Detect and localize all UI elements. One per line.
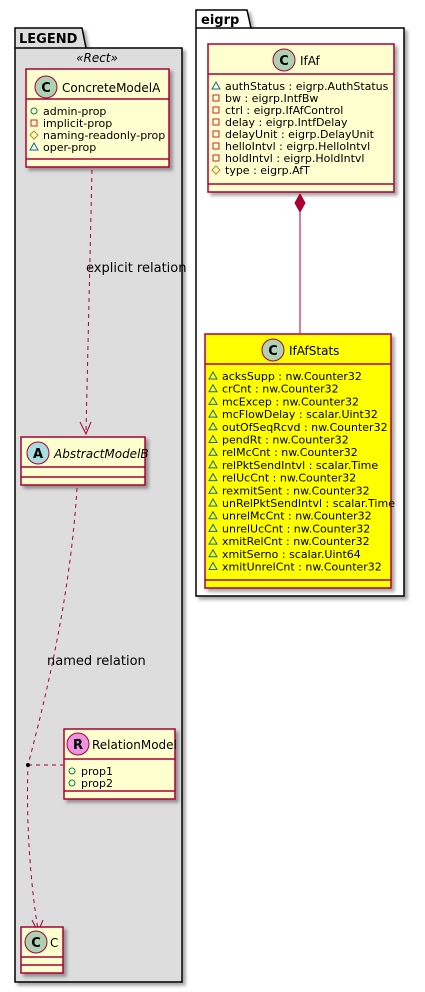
relation-icon-letter: R [73, 738, 83, 753]
class-name: IfAf [300, 54, 321, 68]
explicit-relation-label: explicit relation [86, 261, 186, 276]
c-class[interactable]: C C [20, 926, 64, 974]
class-name: C [50, 936, 58, 950]
attribute: prop1 [81, 765, 113, 778]
attribute: authStatus : eigrp.AuthStatus [225, 80, 389, 93]
ifafstats-class[interactable]: C IfAfStats acksSupp : nw.Counter32crCnt… [204, 333, 395, 589]
visibility-icon [208, 536, 218, 545]
class-icon-letter: C [41, 81, 51, 96]
attribute: xmitRelCnt : nw.Counter32 [222, 535, 370, 548]
visibility-icon [212, 106, 220, 114]
attribute: crCnt : nw.Counter32 [222, 383, 339, 396]
class-icon [261, 338, 285, 362]
class-icon [34, 75, 58, 99]
explicit-relation: explicit relation [79, 169, 186, 436]
visibility-icon [208, 383, 218, 393]
class-icon-letter: C [31, 936, 41, 951]
visibility-icon [68, 779, 76, 787]
attribute: relPktSendIntvl : scalar.Time [222, 459, 378, 472]
visibility-icon [208, 497, 218, 507]
legend-package: LEGEND «Rect» [14, 27, 183, 983]
abstract-icon-letter: A [33, 447, 43, 462]
visibility-icon [212, 142, 220, 150]
attribute: mcExcep : nw.Counter32 [222, 395, 359, 408]
attribute: rexmitSent : nw.Counter32 [222, 484, 370, 497]
attribute: unrelUcCnt : nw.Counter32 [222, 522, 370, 535]
visibility-icon [208, 434, 218, 443]
attribute: relMcCnt : nw.Counter32 [222, 446, 358, 459]
legend-stereotype: «Rect» [76, 51, 118, 65]
attribute: delayUnit : eigrp.DelayUnit [225, 128, 375, 141]
legend-title: LEGEND [19, 32, 78, 47]
visibility-icon [208, 548, 218, 558]
visibility-icon [208, 370, 218, 380]
relation-icon [66, 732, 90, 756]
attribute: unRelPktSendIntvl : scalar.Time [222, 497, 395, 510]
attribute: bw : eigrp.IntfBw [225, 92, 318, 105]
abstract-model-b-class[interactable]: A AbstractModelB [20, 436, 149, 486]
attribute: admin-prop [43, 105, 106, 118]
visibility-icon [208, 510, 218, 520]
attribute: outOfSeqRcvd : nw.Counter32 [222, 421, 388, 434]
visibility-icon [208, 421, 218, 431]
attribute: pendRt : nw.Counter32 [222, 434, 349, 447]
attribute: acksSupp : nw.Counter32 [222, 370, 362, 383]
attribute: implicit-prop [43, 117, 112, 130]
attribute-list: admin-propimplicit-propnaming-readonly-p… [29, 105, 165, 154]
visibility-icon [212, 130, 220, 138]
attribute: type : eigrp.AfT [225, 164, 310, 177]
visibility-icon [29, 141, 39, 151]
visibility-icon [208, 523, 218, 532]
visibility-icon [208, 472, 218, 482]
class-name: AbstractModelB [53, 447, 149, 461]
visibility-icon [212, 94, 220, 102]
visibility-icon [211, 165, 221, 175]
visibility-icon [212, 154, 220, 162]
visibility-icon [211, 80, 221, 90]
visibility-icon [29, 130, 39, 140]
class-icon [24, 930, 48, 954]
attribute: xmitUnrelCnt : nw.Counter32 [222, 561, 382, 574]
named-relation: named relation [26, 487, 146, 934]
attribute: unrelMcCnt : nw.Counter32 [222, 510, 372, 523]
attribute: xmitSerno : scalar.Uint64 [222, 548, 361, 561]
visibility-icon [208, 561, 218, 570]
class-icon [272, 48, 296, 72]
attribute: mcFlowDelay : scalar.Uint32 [222, 408, 378, 421]
visibility-icon [208, 396, 218, 405]
visibility-icon [212, 118, 220, 126]
attribute: delay : eigrp.IntfDelay [225, 116, 348, 129]
named-relation-label: named relation [47, 654, 146, 669]
visibility-icon [208, 447, 218, 456]
attribute: holdIntvl : eigrp.HoldIntvl [225, 152, 364, 165]
visibility-icon [30, 119, 38, 127]
class-icon-letter: C [268, 344, 278, 359]
visibility-icon [30, 107, 38, 115]
class-name: RelationModel [92, 738, 177, 752]
class-name: ConcreteModelA [62, 81, 161, 95]
visibility-icon [208, 459, 218, 469]
class-icon-letter: C [279, 54, 289, 69]
eigrp-title: eigrp [201, 13, 239, 28]
attribute: ctrl : eigrp.IfAfControl [225, 104, 343, 117]
attribute: helloIntvl : eigrp.HelloIntvl [225, 140, 370, 153]
class-name: IfAfStats [289, 344, 339, 358]
visibility-icon [208, 409, 218, 418]
visibility-icon [68, 767, 76, 775]
attribute: relUcCnt : nw.Counter32 [222, 472, 356, 485]
attribute: prop2 [81, 777, 113, 790]
composition-relation [294, 192, 306, 333]
visibility-icon [208, 485, 218, 494]
attribute: naming-readonly-prop [43, 129, 165, 142]
abstract-icon [26, 441, 50, 465]
attribute: oper-prop [43, 141, 96, 154]
concrete-model-a-class[interactable]: C ConcreteModelA admin-propimplicit-prop… [25, 68, 170, 168]
